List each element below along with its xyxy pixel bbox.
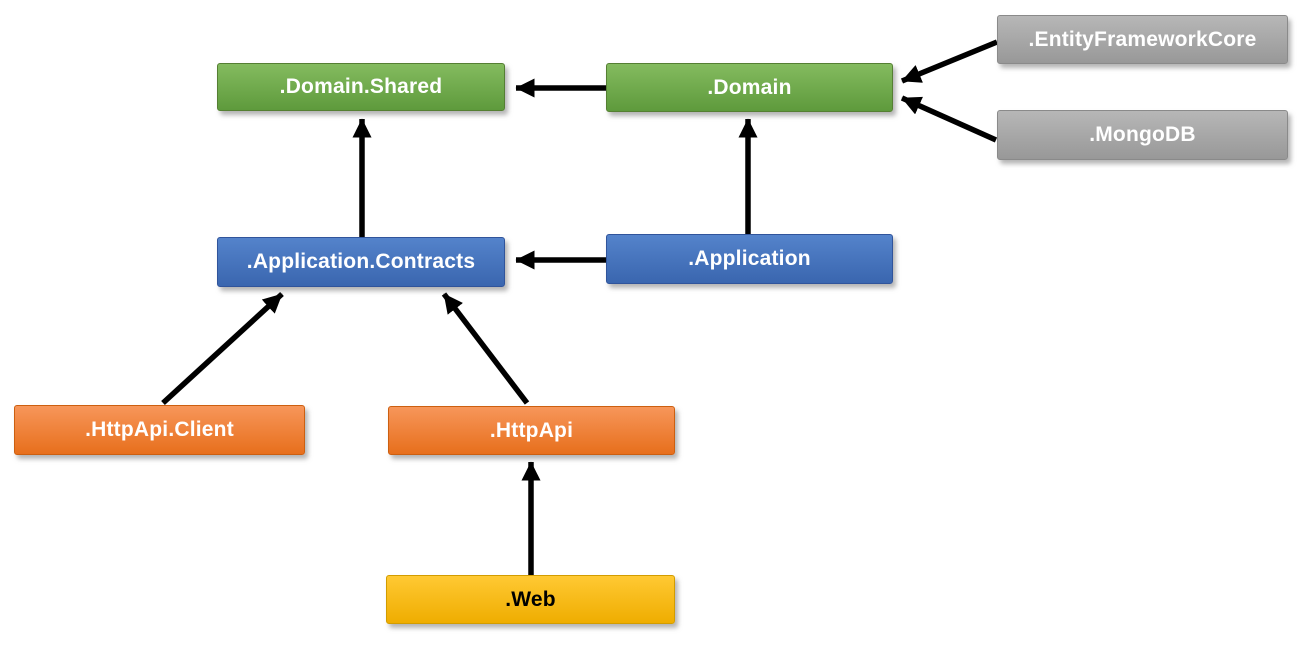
node-application-label: .Application	[688, 247, 811, 270]
node-application-contracts[interactable]: .Application.Contracts	[217, 237, 505, 287]
node-mongodb-label: .MongoDB	[1089, 123, 1196, 146]
edge-mongodb-to-domain	[900, 95, 998, 143]
edge-httpapi-to-application-contracts	[441, 292, 530, 405]
node-httpapi-client[interactable]: .HttpApi.Client	[14, 405, 305, 455]
node-entityframeworkcore-label: .EntityFrameworkCore	[1028, 27, 1257, 51]
node-domain-shared-label: .Domain.Shared	[279, 75, 443, 98]
edge-entityframeworkcore-to-domain	[900, 39, 999, 84]
node-entityframeworkcore[interactable]: .EntityFrameworkCore	[997, 15, 1288, 64]
node-web[interactable]: .Web	[386, 575, 675, 624]
node-httpapi-client-label: .HttpApi.Client	[85, 418, 234, 441]
node-domain-shared[interactable]: .Domain.Shared	[217, 63, 505, 111]
node-httpapi-label: .HttpApi	[489, 418, 574, 442]
node-application-contracts-label: .Application.Contracts	[246, 250, 476, 273]
node-domain-label: .Domain	[707, 75, 792, 99]
edge-httpapi-client-to-application-contracts	[161, 291, 284, 406]
node-httpapi[interactable]: .HttpApi	[388, 406, 675, 455]
node-web-label: .Web	[505, 587, 556, 611]
node-domain[interactable]: .Domain	[606, 63, 893, 112]
node-mongodb[interactable]: .MongoDB	[997, 110, 1288, 160]
node-application[interactable]: .Application	[606, 234, 893, 284]
